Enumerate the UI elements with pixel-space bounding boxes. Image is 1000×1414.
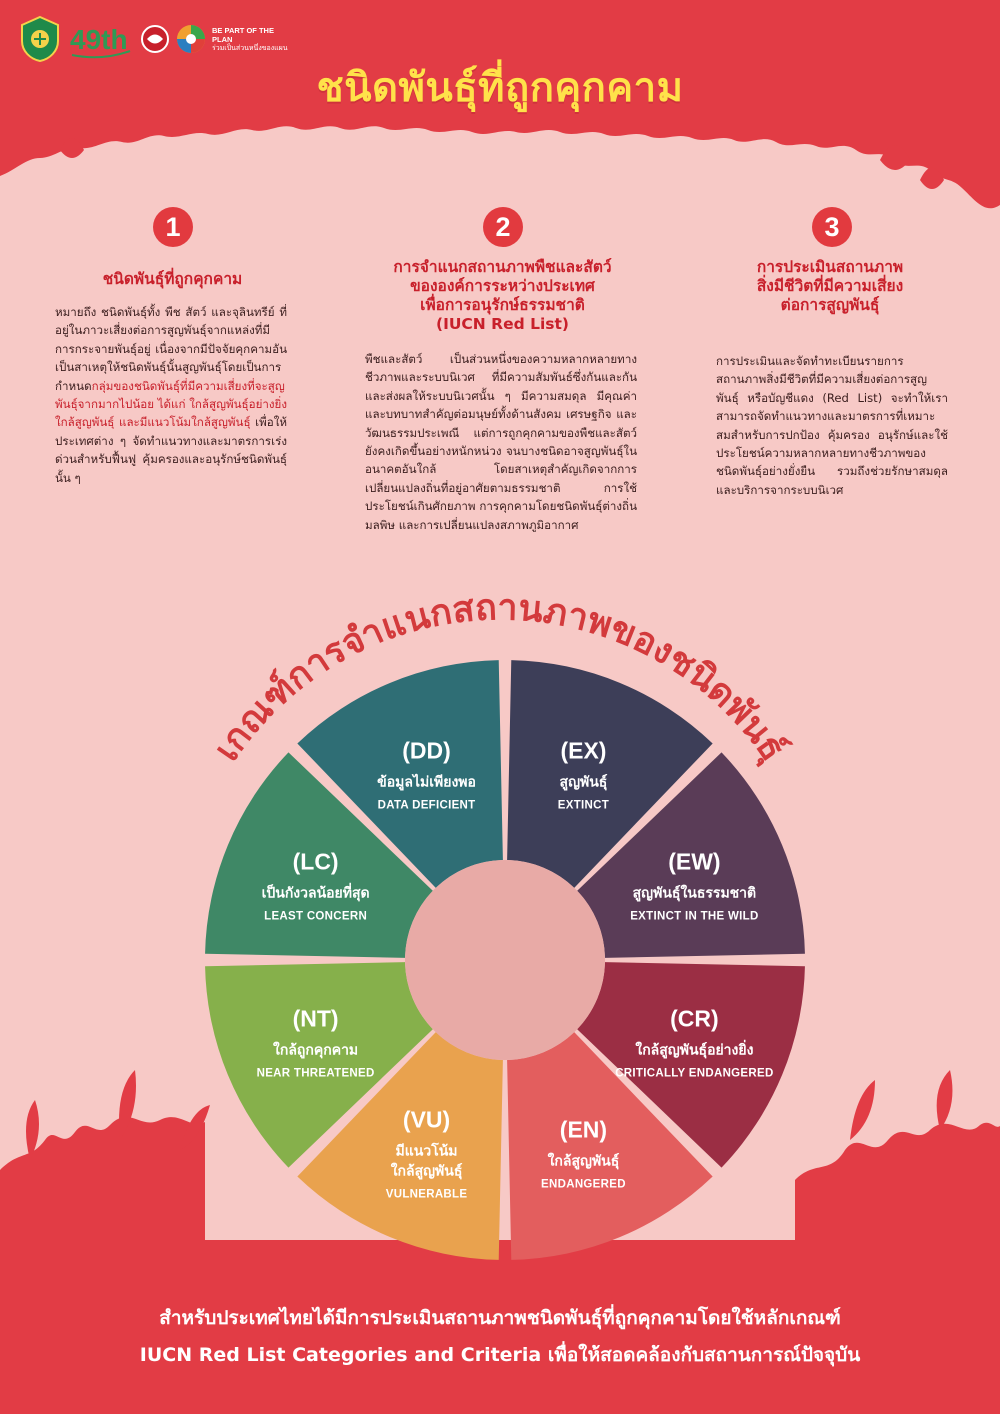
- column-1-body-highlight: กลุ่มของชนิดพันธุ์ที่มีความเสี่ยงที่จะสู…: [55, 378, 287, 430]
- segment-thai-label: ใกล้สูญพันธุ์: [391, 1161, 463, 1179]
- segment-code: (EW): [668, 849, 720, 875]
- wheel-segment-vu: [297, 1032, 503, 1260]
- wheel-segment-cr: [577, 962, 805, 1168]
- wheel-label-en: (EN) ใกล้สูญพันธุ์ ENDANGERED: [541, 1116, 626, 1190]
- segment-thai-label: มีแนวโน้ม: [396, 1141, 458, 1159]
- segment-english-label: EXTINCT: [558, 800, 609, 812]
- column-3-heading-line: สิ่งมีชีวิตที่มีความเสี่ยง: [756, 277, 904, 295]
- segment-thai-label: สูญพันธุ์: [560, 774, 608, 791]
- wheel-segment-nt: [205, 962, 433, 1168]
- segment-code: (LC): [293, 849, 339, 875]
- footer-line-2: IUCN Red List Categories and Criteria เพ…: [139, 1344, 861, 1366]
- wheel-label-nt: (NT) ใกล้ถูกคุกคาม NEAR THREATENED: [257, 1005, 375, 1079]
- logo-tagline: BE PART OF THE PLAN ร่วมเป็นส่วนหนึ่งของ…: [212, 26, 292, 53]
- segment-code: (NT): [293, 1005, 339, 1031]
- wheel-segment-en: [507, 1032, 713, 1260]
- column-2-body: พืชและสัตว์ เป็นส่วนหนึ่งของความหลากหลาย…: [365, 352, 637, 532]
- segment-thai-label: ใกล้ถูกคุกคาม: [273, 1040, 358, 1058]
- wheel-label-cr: (CR) ใกล้สูญพันธุ์อย่างยิ่ง CRITICALLY END…: [615, 1005, 773, 1079]
- header-foliage: [0, 0, 1000, 209]
- segment-thai-label: ข้อมูลไม่เพียงพอ: [377, 773, 476, 791]
- tagline-th: ร่วมเป็นส่วนหนึ่งของแผน: [212, 44, 288, 52]
- footer-note: สำหรับประเทศไทยได้มีการประเมินสถานภาพชนิ…: [0, 1300, 1000, 1374]
- column-3-heading-line: ต่อการสูญพันธุ์: [780, 296, 880, 314]
- segment-thai-label: ใกล้สูญพันธุ์อย่างยิ่ง: [635, 1039, 753, 1058]
- segment-thai-label: สูญพันธุ์ในธรรมชาติ: [633, 884, 757, 902]
- wheel-segment-ex: [507, 660, 713, 888]
- column-2-number: 2: [483, 207, 523, 247]
- wheel-segment-ew: [577, 752, 805, 958]
- column-3-heading: การประเมินสถานภาพ สิ่งมีชีวิตที่มีความเส…: [705, 258, 955, 315]
- anniversary-49-icon: 49th: [70, 24, 131, 59]
- logo-bar: 49th BE PART OF THE PLAN ร่วมเป็นส่วนหนึ…: [18, 14, 292, 64]
- column-2-heading: การจำแนกสถานภาพพืชและสัตว์ ขององค์การระห…: [360, 258, 645, 334]
- column-1-body-text-end: เพื่อให้ประเทศต่าง ๆ จัดทำแนวทางและมาตรก…: [55, 415, 288, 485]
- segment-code: (EN): [560, 1116, 607, 1142]
- page-title: ชนิดพันธุ์ที่ถูกคุกคาม: [316, 65, 684, 111]
- ministry-seal-icon: [21, 15, 59, 63]
- wheel-label-lc: (LC) เป็นกังวลน้อยที่สุด LEAST CONCERN: [262, 849, 370, 923]
- column-2-heading-line: เพื่อการอนุรักษ์ธรรมชาติ: [420, 296, 585, 314]
- segment-code: (CR): [670, 1005, 719, 1031]
- column-2-heading-line: ขององค์การระหว่างประเทศ: [410, 277, 595, 295]
- segment-english-label: EXTINCT IN THE WILD: [630, 911, 758, 923]
- segment-english-label: ENDANGERED: [541, 1178, 626, 1190]
- red-emblem-icon: [141, 25, 169, 53]
- wheel-label-dd: (DD) ข้อมูลไม่เพียงพอ DATA DEFICIENT: [377, 738, 476, 812]
- segment-code: (DD): [402, 738, 451, 764]
- wheel-label-vu: (VU) มีแนวโน้มใกล้สูญพันธุ์ VULNERABLE: [386, 1106, 468, 1200]
- column-2-heading-line: (IUCN Red List): [435, 315, 570, 333]
- wheel-labels: (EX) สูญพันธุ์ EXTINCT (EW) สูญพันธุ์ในธรรมช…: [257, 738, 774, 1201]
- segment-english-label: CRITICALLY ENDANGERED: [615, 1067, 773, 1079]
- column-1-body: หมายถึง ชนิดพันธุ์ทั้ง พืช สัตว์ และจุลิ…: [55, 303, 287, 487]
- segment-code: (VU): [403, 1106, 450, 1132]
- wheel-label-ew: (EW) สูญพันธุ์ในธรรมชาติ EXTINCT IN THE WI…: [630, 849, 758, 923]
- segment-code: (EX): [560, 738, 606, 764]
- segment-english-label: NEAR THREATENED: [257, 1067, 375, 1079]
- segment-english-label: VULNERABLE: [386, 1188, 468, 1200]
- column-1-heading: ชนิดพันธุ์ที่ถูกคุกคาม: [55, 270, 290, 289]
- wheel-segments: [205, 660, 805, 1260]
- column-1-body-text: หมายถึง ชนิดพันธุ์ทั้ง พืช สัตว์ และจุลิ…: [55, 305, 287, 393]
- segment-english-label: DATA DEFICIENT: [378, 800, 476, 812]
- wheel-label-ex: (EX) สูญพันธุ์ EXTINCT: [558, 738, 609, 812]
- svg-text:49th: 49th: [70, 24, 128, 55]
- column-1-number: 1: [153, 207, 193, 247]
- segment-thai-label: เป็นกังวลน้อยที่สุด: [262, 883, 370, 902]
- tagline-en: BE PART OF THE PLAN: [212, 25, 274, 44]
- column-2-heading-line: การจำแนกสถานภาพพืชและสัตว์: [393, 258, 612, 276]
- column-3-number: 3: [812, 207, 852, 247]
- segment-thai-label: ใกล้สูญพันธุ์: [548, 1151, 620, 1169]
- column-3-body: การประเมินและจัดทำทะเบียนรายการสถานภาพสิ…: [716, 354, 948, 497]
- wheel-segment-dd: [297, 660, 503, 888]
- wheel-center: [405, 860, 605, 1060]
- sdg-wheel-icon: [177, 25, 205, 53]
- footer-line-1: สำหรับประเทศไทยได้มีการประเมินสถานภาพชนิ…: [159, 1307, 841, 1329]
- column-1-heading-line: ชนิดพันธุ์ที่ถูกคุกคาม: [102, 270, 243, 288]
- wheel-segment-lc: [205, 752, 433, 958]
- column-3-heading-line: การประเมินสถานภาพ: [756, 258, 904, 276]
- segment-english-label: LEAST CONCERN: [264, 911, 367, 923]
